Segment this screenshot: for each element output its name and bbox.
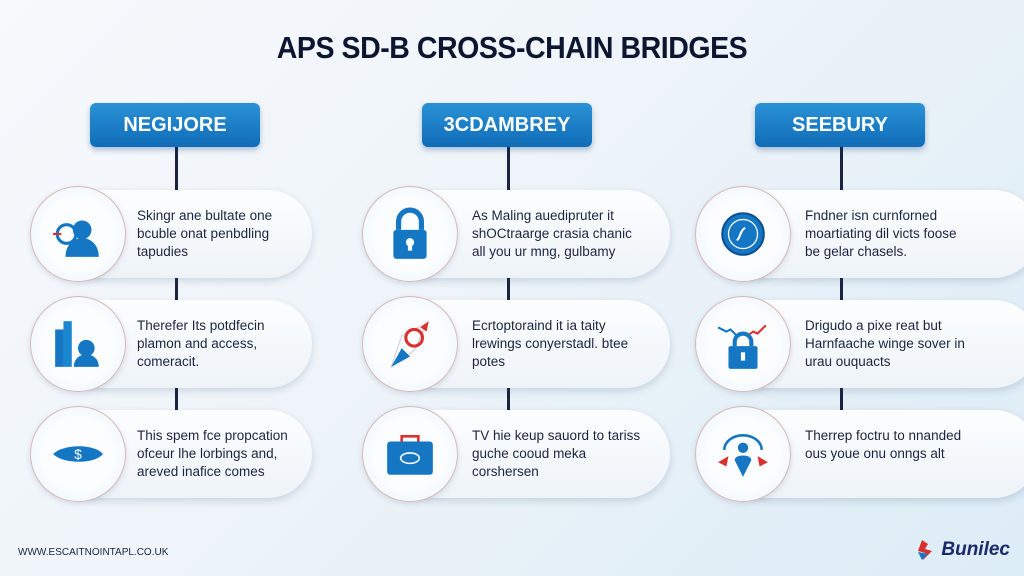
column-2: 3CDAMBREY As Maling auedipruter it shOCtr… xyxy=(332,0,670,576)
brand-logo-icon xyxy=(918,540,933,560)
rocket-icon xyxy=(390,321,429,369)
icon-circle xyxy=(30,296,126,392)
brand-name: Bunilec xyxy=(941,539,1010,560)
page-title: APS SD-B CROSS-CHAIN BRIDGES xyxy=(276,30,748,65)
dollar-bridge-icon: $ xyxy=(53,446,103,462)
icon-circle xyxy=(695,296,791,392)
column-header: SEEBURY xyxy=(755,103,925,147)
footer-url: WWW.ESCAITNOINTAPL.CO.UK xyxy=(18,547,169,558)
icon-circle xyxy=(362,406,458,502)
feature-text: Therefer Its potdfecin plamon and access… xyxy=(137,318,265,369)
feature-text: Fndner isn curnforned moartiating dil vi… xyxy=(805,208,957,259)
column-3: SEEBURY Fndner isn curnforned moartiating… xyxy=(665,0,1024,576)
user-wheel-icon xyxy=(53,220,99,257)
feature-text: Drigudo a pixe reat but Harnfaache winge… xyxy=(805,318,965,369)
column-header: 3CDAMBREY xyxy=(422,103,592,147)
column-1: NEGIJORE Skingr ane bultate one bcuble on… xyxy=(0,0,312,576)
icon-circle xyxy=(362,186,458,282)
user-arrows-icon xyxy=(718,434,768,477)
building-user-icon xyxy=(55,321,99,367)
feature-text: This spem fce propcation ofceur lhe lorb… xyxy=(137,428,288,479)
briefcase-icon xyxy=(387,435,433,475)
feature-text: As Maling auedipruter it shOCtraarge cra… xyxy=(472,208,632,259)
lock-chart-icon xyxy=(717,324,767,369)
feature-text: Skingr ane bultate one bcuble onat penbd… xyxy=(137,208,273,259)
icon-circle xyxy=(695,186,791,282)
brand-logo: Bunilec xyxy=(914,538,1010,562)
feature-text: TV hie keup sauord to tariss guche cooud… xyxy=(472,428,641,479)
svg-text:$: $ xyxy=(74,447,82,462)
feature-text: Ecrtoptoraind it ia taity lrewings conye… xyxy=(472,318,629,369)
icon-circle xyxy=(362,296,458,392)
icon-circle: $ xyxy=(30,406,126,502)
shield-badge-icon xyxy=(721,212,765,256)
feature-text: Therrep foctru to nnanded ous youe onu o… xyxy=(805,428,962,461)
icon-circle xyxy=(30,186,126,282)
icon-circle xyxy=(695,406,791,502)
lock-icon xyxy=(393,207,427,259)
column-header: NEGIJORE xyxy=(90,103,260,147)
